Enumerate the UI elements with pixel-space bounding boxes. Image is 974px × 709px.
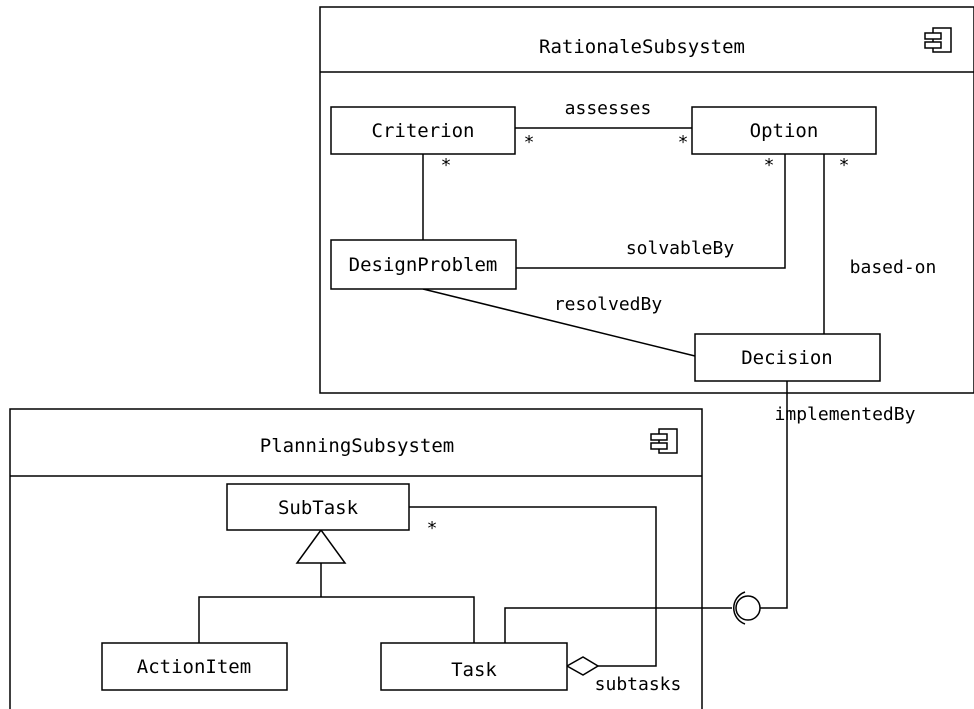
component-icon xyxy=(924,27,952,53)
option-label: Option xyxy=(750,120,819,142)
class-decision: Decision xyxy=(694,333,881,382)
multiplicity-option-assesses: * xyxy=(678,132,689,153)
generalization-arrow xyxy=(295,528,347,564)
decision-label: Decision xyxy=(741,347,833,369)
implemented-by-interface: implementedBy xyxy=(504,381,916,643)
class-subtask: SubTask xyxy=(226,483,410,531)
provided-interface-ball xyxy=(735,595,761,621)
multiplicity-option-based-on: * xyxy=(839,155,850,176)
multiplicity-option-solvable: * xyxy=(764,155,775,176)
multiplicity-criterion-assesses: * xyxy=(524,132,535,153)
criterion-label: Criterion xyxy=(372,120,475,142)
action-item-label: ActionItem xyxy=(137,656,251,678)
multiplicity-subtask: * xyxy=(427,518,438,539)
rationale-subsystem-title: RationaleSubsystem xyxy=(539,36,745,58)
class-criterion: Criterion xyxy=(330,106,516,155)
resolved-by-association xyxy=(422,288,696,357)
resolved-by-label: resolvedBy xyxy=(554,294,663,315)
rationale-subsystem: RationaleSubsystem Criterion Option Desi… xyxy=(319,6,974,394)
planning-subsystem-frame xyxy=(9,408,703,709)
solvable-by-association xyxy=(516,154,786,269)
required-interface-socket xyxy=(733,591,746,625)
subtasks-label: subtasks xyxy=(595,674,682,695)
design-problem-label: DesignProblem xyxy=(349,254,498,276)
class-option: Option xyxy=(691,106,877,155)
planning-subsystem-title: PlanningSubsystem xyxy=(260,435,454,457)
multiplicity-criterion-problem: * xyxy=(441,155,452,176)
implemented-by-label: implementedBy xyxy=(775,404,916,425)
assesses-label: assesses xyxy=(565,98,652,119)
solvable-by-label: solvableBy xyxy=(626,238,735,259)
subtasks-association xyxy=(409,506,657,667)
planning-subsystem: PlanningSubsystem SubTask ActionItem Tas… xyxy=(9,408,703,709)
aggregation-diamond xyxy=(565,656,600,676)
task-interface-connector xyxy=(504,607,732,643)
task-label: Task xyxy=(451,659,497,681)
class-task: Task xyxy=(380,642,568,691)
implemented-by-connector xyxy=(760,381,788,609)
generalization-branches xyxy=(198,596,475,643)
subtask-label: SubTask xyxy=(278,497,359,519)
based-on-label: based-on xyxy=(850,257,937,278)
component-icon xyxy=(650,428,678,454)
class-design-problem: DesignProblem xyxy=(330,239,517,290)
class-action-item: ActionItem xyxy=(101,642,288,691)
